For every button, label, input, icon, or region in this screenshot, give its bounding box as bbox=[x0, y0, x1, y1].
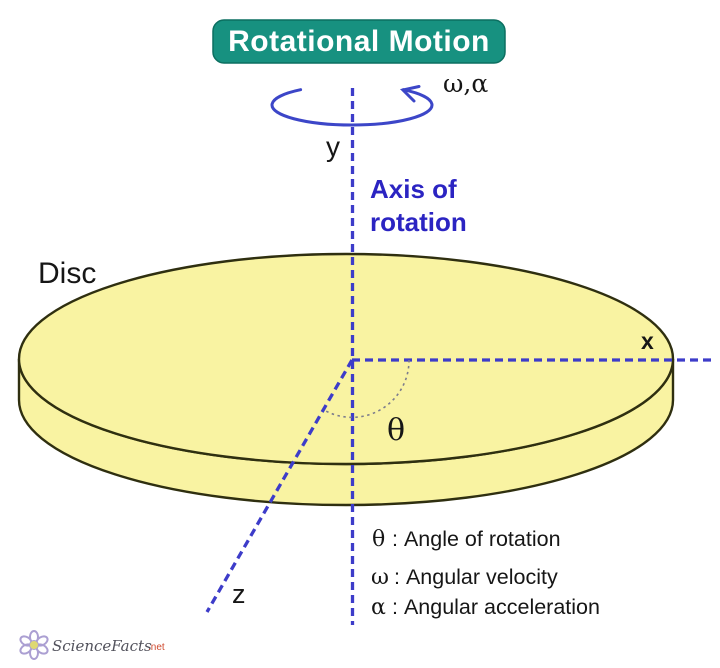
z-axis-dashed-line bbox=[205, 359, 354, 613]
legend-omega-symbol: ω bbox=[371, 565, 389, 590]
y-axis-label: y bbox=[326, 131, 340, 162]
legend-omega-text: : Angular velocity bbox=[394, 565, 558, 589]
legend: θ : Angle of rotation ω : Angular veloci… bbox=[371, 527, 600, 620]
logo-tld-text: .net bbox=[148, 642, 165, 653]
axis-of-rotation-line1: Axis of bbox=[370, 174, 457, 204]
disc bbox=[17, 252, 675, 507]
page-title: Rotational Motion bbox=[228, 25, 490, 58]
disc-label: Disc bbox=[38, 257, 96, 290]
legend-alpha-text: : Angular acceleration bbox=[392, 595, 600, 619]
z-axis-label: z bbox=[232, 579, 246, 609]
theta-label: θ bbox=[387, 413, 405, 448]
axis-lines bbox=[205, 88, 712, 625]
sciencefacts-logo: ScienceFacts .net bbox=[19, 630, 165, 660]
legend-alpha-symbol: α bbox=[371, 595, 386, 620]
theta-angle-arc bbox=[323, 359, 410, 419]
rotation-arrow-curve bbox=[270, 88, 434, 127]
title-banner: Rotational Motion bbox=[212, 19, 506, 64]
rotation-arrowhead-icon bbox=[399, 85, 421, 103]
legend-item-omega: ω : Angular velocity bbox=[371, 565, 558, 590]
axis-of-rotation-label: Axis of rotation bbox=[370, 174, 467, 237]
omega-alpha-label: ω,α bbox=[443, 69, 488, 98]
disc-top-face bbox=[17, 252, 675, 466]
axis-of-rotation-line2: rotation bbox=[370, 207, 467, 237]
legend-item-theta: θ : Angle of rotation bbox=[372, 527, 561, 552]
flower-atom-icon bbox=[19, 630, 49, 660]
rotation-arrow bbox=[270, 85, 434, 127]
legend-item-alpha: α : Angular acceleration bbox=[371, 595, 600, 620]
x-axis-label: x bbox=[641, 328, 654, 354]
title-banner-background bbox=[212, 19, 506, 64]
legend-theta-symbol: θ bbox=[372, 527, 385, 552]
legend-theta-text: : Angle of rotation bbox=[392, 527, 561, 551]
logo-brand-text: ScienceFacts bbox=[52, 637, 152, 655]
